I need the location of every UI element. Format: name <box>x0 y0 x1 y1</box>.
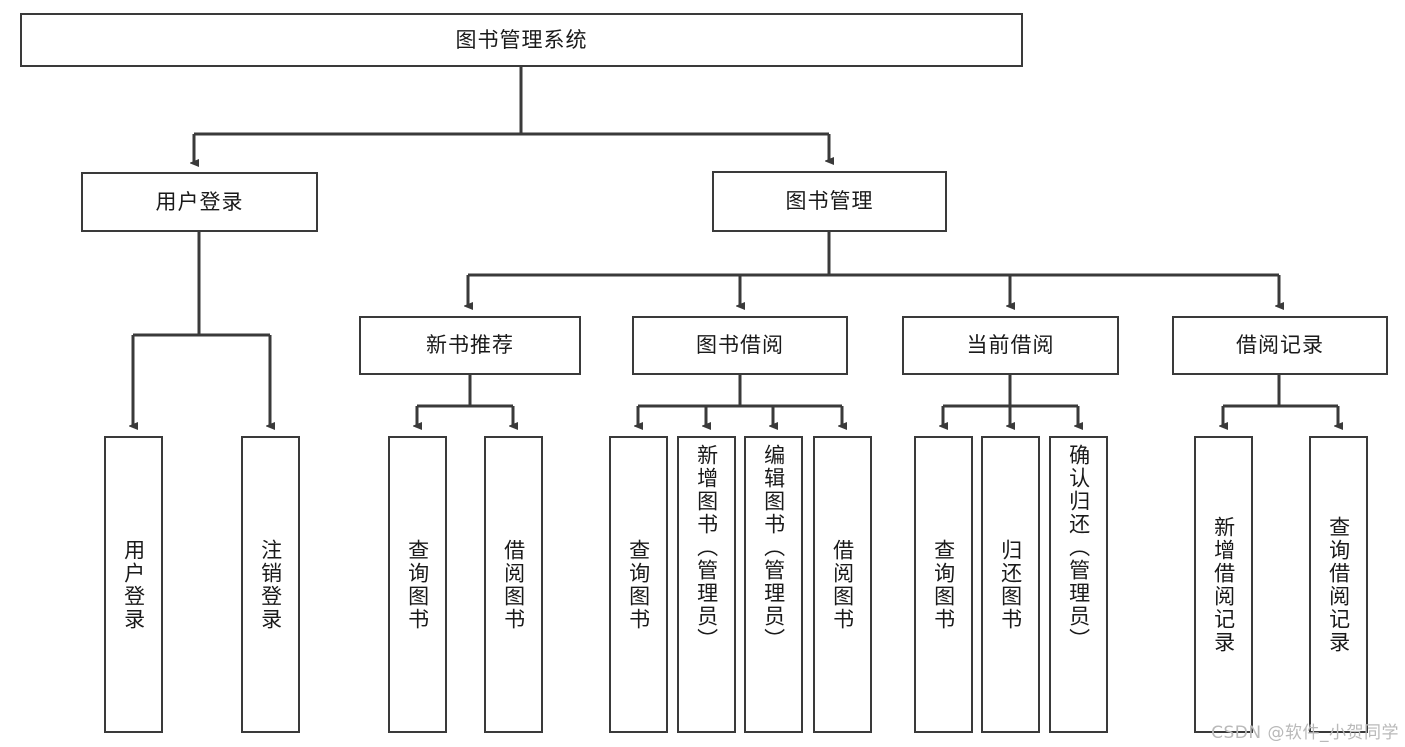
watermark-text: CSDN @软件_小贺同学 <box>1211 723 1399 743</box>
node-leaf-query-book-3[interactable]: 查询图书 <box>914 436 973 733</box>
node-new-book-rec[interactable]: 新书推荐 <box>359 316 581 375</box>
node-root[interactable]: 图书管理系统 <box>20 13 1023 67</box>
node-leaf-borrow-book-1-label: 借阅图书 <box>501 538 526 631</box>
node-leaf-user-login-label: 用户登录 <box>121 538 146 631</box>
node-leaf-borrow-book-1[interactable]: 借阅图书 <box>484 436 543 733</box>
node-leaf-query-record-label: 查询借阅记录 <box>1326 515 1351 654</box>
node-leaf-logout-label: 注销登录 <box>258 538 283 631</box>
node-leaf-logout[interactable]: 注销登录 <box>241 436 300 733</box>
node-book-borrow[interactable]: 图书借阅 <box>632 316 848 375</box>
node-leaf-add-book-label: 新增图书（管理员） <box>694 444 719 651</box>
node-leaf-query-book-3-label: 查询图书 <box>931 538 956 631</box>
node-root-label: 图书管理系统 <box>455 27 588 52</box>
node-current-borrow-label: 当前借阅 <box>966 333 1055 358</box>
node-leaf-return-book-label: 归还图书 <box>998 538 1023 631</box>
node-borrow-record[interactable]: 借阅记录 <box>1172 316 1388 375</box>
node-user-login-label: 用户登录 <box>155 189 244 214</box>
node-leaf-confirm-return[interactable]: 确认归还（管理员） <box>1049 436 1108 733</box>
node-leaf-query-record[interactable]: 查询借阅记录 <box>1309 436 1368 733</box>
node-leaf-return-book[interactable]: 归还图书 <box>981 436 1040 733</box>
node-leaf-edit-book[interactable]: 编辑图书（管理员） <box>744 436 803 733</box>
node-leaf-query-book-2[interactable]: 查询图书 <box>609 436 668 733</box>
node-book-manage-label: 图书管理 <box>785 189 874 214</box>
node-borrow-record-label: 借阅记录 <box>1236 333 1324 358</box>
node-book-manage[interactable]: 图书管理 <box>712 171 947 232</box>
node-leaf-query-book-1[interactable]: 查询图书 <box>388 436 447 733</box>
node-current-borrow[interactable]: 当前借阅 <box>902 316 1119 375</box>
node-leaf-add-record[interactable]: 新增借阅记录 <box>1194 436 1253 733</box>
node-leaf-borrow-book-2[interactable]: 借阅图书 <box>813 436 872 733</box>
node-leaf-add-book[interactable]: 新增图书（管理员） <box>677 436 736 733</box>
node-leaf-edit-book-label: 编辑图书（管理员） <box>761 444 786 651</box>
node-leaf-confirm-return-label: 确认归还（管理员） <box>1066 444 1091 651</box>
node-leaf-query-book-1-label: 查询图书 <box>405 538 430 631</box>
node-new-book-rec-label: 新书推荐 <box>426 333 514 358</box>
node-leaf-query-book-2-label: 查询图书 <box>626 538 651 631</box>
node-user-login[interactable]: 用户登录 <box>81 172 318 232</box>
node-leaf-user-login[interactable]: 用户登录 <box>104 436 163 733</box>
node-book-borrow-label: 图书借阅 <box>696 333 784 358</box>
node-leaf-add-record-label: 新增借阅记录 <box>1211 515 1236 654</box>
node-leaf-borrow-book-2-label: 借阅图书 <box>830 538 855 631</box>
